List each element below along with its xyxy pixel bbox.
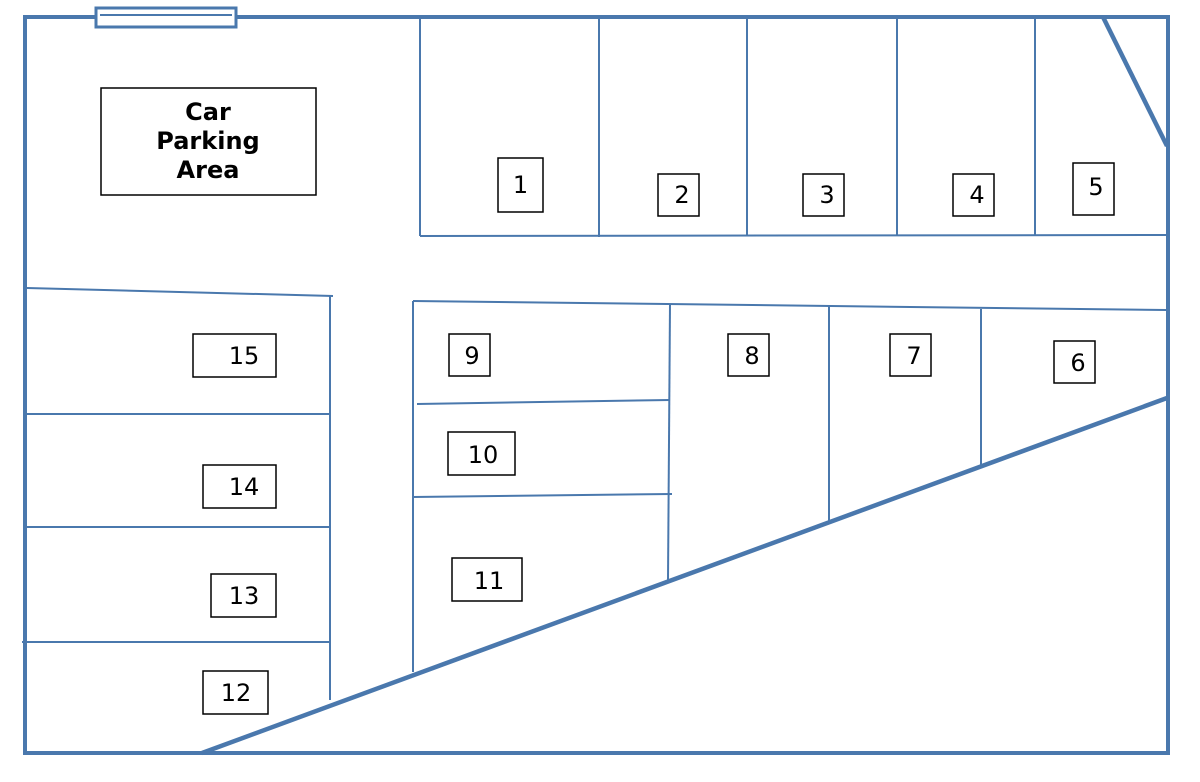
entrance-marker bbox=[94, 6, 238, 29]
svg-text:2: 2 bbox=[674, 181, 689, 209]
middle-divider-9-10 bbox=[416, 399, 671, 405]
svg-text:9: 9 bbox=[464, 342, 479, 370]
slot-label-8: 8 bbox=[727, 333, 770, 377]
svg-text:10: 10 bbox=[468, 441, 499, 469]
slot-label-13: 13 bbox=[210, 573, 277, 618]
parking-area-title-line-1: Car bbox=[185, 98, 231, 126]
parking-area-box bbox=[100, 87, 317, 196]
slot-label-7: 7 bbox=[889, 333, 932, 377]
middle-divider-10-11 bbox=[412, 493, 673, 498]
svg-text:7: 7 bbox=[906, 342, 921, 370]
slot-label-3: 3 bbox=[802, 173, 845, 217]
middle-divider-a bbox=[667, 303, 671, 581]
svg-text:6: 6 bbox=[1070, 349, 1085, 377]
slot-label-2: 2 bbox=[657, 173, 700, 217]
slot-label-14: 14 bbox=[202, 464, 277, 509]
slot-label-4: 4 bbox=[952, 173, 995, 217]
slot-label-6: 6 bbox=[1053, 340, 1096, 384]
left-column-lines bbox=[22, 287, 334, 700]
slot-label-11: 11 bbox=[451, 557, 523, 602]
slot-labels: 1 2 3 4 5 6 7 8 bbox=[192, 157, 1115, 715]
svg-text:1: 1 bbox=[513, 171, 528, 199]
svg-text:15: 15 bbox=[229, 342, 260, 370]
top-row-bottom-edge bbox=[419, 234, 1167, 237]
svg-text:13: 13 bbox=[229, 582, 260, 610]
svg-text:8: 8 bbox=[744, 342, 759, 370]
diagonal-boundary bbox=[201, 395, 1168, 756]
svg-text:11: 11 bbox=[474, 567, 505, 595]
svg-text:14: 14 bbox=[229, 473, 260, 501]
middle-block-top-edge bbox=[412, 300, 1167, 311]
outer-boundary bbox=[23, 15, 1170, 755]
parking-area-title-line-2: Parking bbox=[156, 127, 259, 155]
middle-block-lines bbox=[412, 300, 1167, 672]
left-column-top-edge bbox=[26, 287, 334, 297]
slot-label-5: 5 bbox=[1072, 162, 1115, 216]
svg-text:12: 12 bbox=[221, 679, 252, 707]
slot-label-9: 9 bbox=[448, 333, 491, 377]
slot-label-10: 10 bbox=[447, 431, 516, 476]
svg-text:5: 5 bbox=[1088, 173, 1103, 201]
svg-text:4: 4 bbox=[969, 181, 984, 209]
slot-label-15: 15 bbox=[192, 333, 277, 378]
corner-diagonal bbox=[1100, 16, 1170, 147]
top-row-lines bbox=[419, 17, 1167, 237]
parking-area-title-line-3: Area bbox=[177, 156, 240, 184]
slot-label-12: 12 bbox=[202, 670, 269, 715]
svg-text:3: 3 bbox=[819, 181, 834, 209]
slot-label-1: 1 bbox=[497, 157, 544, 213]
